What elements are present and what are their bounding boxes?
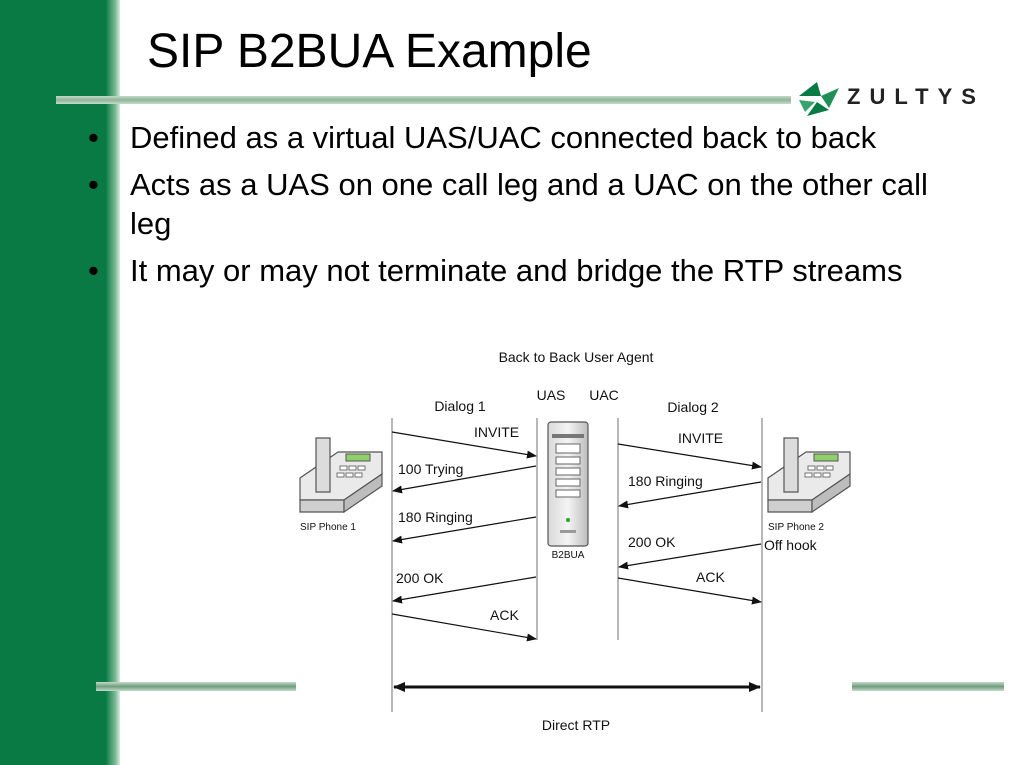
server-icon: [547, 421, 589, 547]
slide-title: SIP B2BUA Example: [147, 25, 592, 78]
bullet-text: Defined as a virtual UAS/UAC connected b…: [130, 120, 877, 155]
bullet-text: It may or may not terminate and bridge t…: [130, 253, 903, 288]
dialog2-label: Dialog 2: [667, 399, 719, 415]
msg-arrow: [392, 576, 537, 604]
msg-arrow: [618, 543, 762, 570]
bullet-item: • It may or may not terminate and bridge …: [88, 251, 928, 290]
msg-arrow: [391, 431, 537, 459]
phone-icon: [299, 437, 383, 514]
uac-label: UAC: [589, 387, 619, 403]
off-hook-label: Off hook: [764, 537, 818, 553]
phone1-label: SIP Phone 1: [300, 522, 356, 533]
msg-arrow: [392, 516, 537, 544]
msg-arrow: [617, 443, 762, 470]
bullet-item: • Defined as a virtual UAS/UAC connected …: [88, 118, 928, 157]
phone-icon: [767, 437, 851, 514]
msg-arrow: [392, 465, 537, 494]
msg-label: 100 Trying: [398, 461, 463, 477]
msg-label: 200 OK: [396, 570, 444, 586]
msg-label: INVITE: [474, 424, 519, 440]
bullet-list: • Defined as a virtual UAS/UAC connected …: [88, 118, 928, 298]
msg-label: INVITE: [678, 430, 723, 446]
msg-arrow: [391, 613, 537, 642]
dialog1-label: Dialog 1: [434, 398, 486, 414]
bullet-text: Acts as a UAS on one call leg and a UAC …: [130, 167, 928, 241]
diagram-title: Back to Back User Agent: [499, 349, 654, 365]
msg-label: 200 OK: [628, 534, 676, 550]
rtp-label: Direct RTP: [542, 717, 610, 733]
msg-label: ACK: [490, 607, 519, 623]
logo-mark-icon: [799, 82, 839, 116]
msg-label: 180 Ringing: [628, 473, 703, 489]
msg-arrow: [617, 577, 762, 605]
server-label: B2BUA: [552, 550, 585, 561]
title-divider: [56, 96, 791, 104]
msg-label: ACK: [696, 569, 725, 585]
bullet-marker: •: [88, 120, 99, 155]
logo-text: ZULTYS: [847, 84, 985, 109]
phone2-label: SIP Phone 2: [768, 522, 824, 533]
bullet-marker: •: [88, 253, 99, 288]
uas-label: UAS: [537, 387, 566, 403]
msg-label: 180 Ringing: [398, 509, 473, 525]
left-accent-bar: [0, 0, 120, 765]
zultys-logo: ZULTYS: [795, 78, 1015, 118]
bottom-divider-left: [96, 682, 296, 691]
bottom-divider-right: [852, 682, 1004, 691]
bullet-marker: •: [88, 167, 99, 202]
msg-arrow: [618, 481, 762, 509]
bullet-item: • Acts as a UAS on one call leg and a UAC…: [88, 165, 928, 243]
